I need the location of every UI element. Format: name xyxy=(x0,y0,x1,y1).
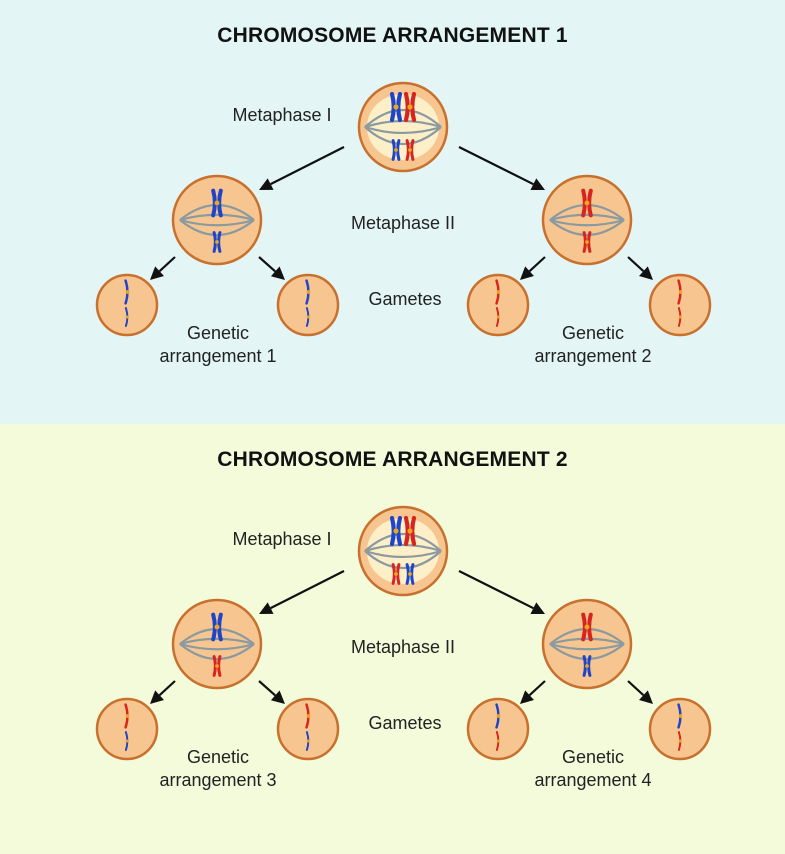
arrow xyxy=(458,570,545,614)
genetic-label-line2: arrangement 2 xyxy=(534,346,652,366)
arrow xyxy=(150,256,176,280)
chromosome-red xyxy=(212,655,222,677)
arrow xyxy=(627,680,653,704)
chromosome-blue xyxy=(405,563,415,585)
chromosome-red xyxy=(582,231,592,253)
arrow xyxy=(258,680,285,704)
genetic-label-line1: Genetic xyxy=(561,323,625,343)
arrow xyxy=(520,680,546,704)
arrow xyxy=(458,146,545,190)
metaphase-1-cell xyxy=(357,505,449,597)
chromatid-blue xyxy=(677,703,683,729)
chromosome-red xyxy=(403,515,417,547)
chromosome-red xyxy=(405,139,415,161)
chromatid-blue xyxy=(305,279,311,305)
chromosome-blue xyxy=(582,655,592,677)
genetic-arrangement-1-label: Genetic arrangement 1 xyxy=(128,322,308,368)
metaphase-2-right-cell xyxy=(541,174,633,266)
chromatid-red xyxy=(495,731,500,751)
chromosome-blue xyxy=(391,139,401,161)
metaphase-2-left-cell xyxy=(171,598,263,690)
genetic-label-line1: Genetic xyxy=(186,747,250,767)
spindle xyxy=(179,203,255,237)
metaphase-2-left-cell xyxy=(171,174,263,266)
genetic-label-line1: Genetic xyxy=(561,747,625,767)
chromatid-red xyxy=(677,279,683,305)
metaphase-2-right-cell xyxy=(541,598,633,690)
chromosome-red xyxy=(581,188,593,218)
chromatid-red xyxy=(495,279,501,305)
chromatid-blue xyxy=(495,703,501,729)
chromatid-red xyxy=(495,307,500,327)
chromosome-blue xyxy=(389,515,403,547)
metaphase-2-label: Metaphase II xyxy=(350,213,456,233)
metaphase-1-label: Metaphase I xyxy=(232,105,332,125)
arrow xyxy=(259,146,345,190)
chromosome-red xyxy=(403,91,417,123)
chromosome-red xyxy=(581,612,593,642)
chromatid-red xyxy=(305,703,311,729)
genetic-arrangement-4-label: Genetic arrangement 4 xyxy=(503,746,683,792)
chromatid-red xyxy=(124,703,130,729)
arrangement-1-panel: CHROMOSOME ARRANGEMENT 1 Metaphase I Met… xyxy=(0,0,785,424)
chromosome-red xyxy=(391,563,401,585)
arrow xyxy=(258,256,285,280)
spindle xyxy=(549,627,625,661)
chromatid-blue xyxy=(124,279,130,305)
chromosome-blue xyxy=(212,231,222,253)
chromosome-blue xyxy=(211,612,223,642)
spindle xyxy=(364,532,442,570)
arrow xyxy=(150,680,176,704)
metaphase-2-label: Metaphase II xyxy=(350,637,456,657)
arrangement-2-title: CHROMOSOME ARRANGEMENT 2 xyxy=(217,448,568,471)
chromosome-blue xyxy=(211,188,223,218)
metaphase-1-cell xyxy=(357,81,449,173)
arrow xyxy=(627,256,653,280)
gametes-label: Gametes xyxy=(368,713,442,733)
genetic-label-line2: arrangement 4 xyxy=(534,770,652,790)
genetic-label-line2: arrangement 3 xyxy=(159,770,277,790)
gametes-label: Gametes xyxy=(368,289,442,309)
spindle xyxy=(364,108,442,146)
chromosome-blue xyxy=(389,91,403,123)
arrow xyxy=(520,256,546,280)
genetic-arrangement-3-label: Genetic arrangement 3 xyxy=(128,746,308,792)
arrow xyxy=(259,570,345,614)
genetic-label-line1: Genetic xyxy=(186,323,250,343)
arrangement-1-title: CHROMOSOME ARRANGEMENT 1 xyxy=(217,24,568,47)
genetic-label-line2: arrangement 1 xyxy=(159,346,277,366)
metaphase-1-label: Metaphase I xyxy=(232,529,332,549)
spindle xyxy=(549,203,625,237)
arrangement-2-panel: CHROMOSOME ARRANGEMENT 2 Metaphase I Met… xyxy=(0,424,785,854)
genetic-arrangement-2-label: Genetic arrangement 2 xyxy=(503,322,683,368)
spindle xyxy=(179,627,255,661)
